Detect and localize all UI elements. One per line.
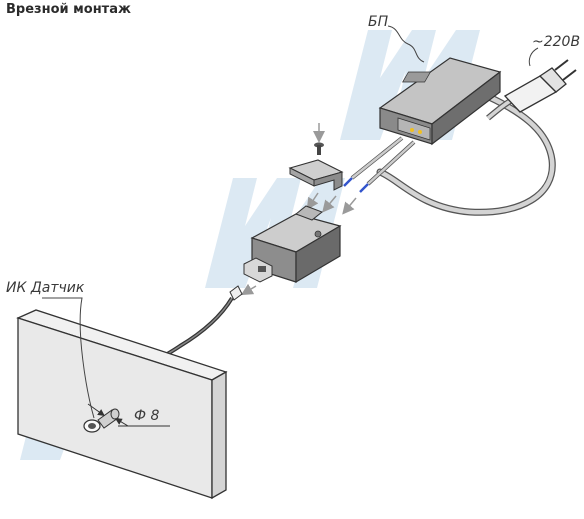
assembly-arrows: [240, 192, 357, 296]
psu-leader-line: [387, 25, 425, 63]
connector-block: [243, 205, 342, 284]
voltage-label: ~220В: [532, 34, 580, 50]
diameter-label: Ф 8: [134, 408, 160, 424]
power-supply-label: БП: [368, 14, 389, 30]
screw: [313, 123, 325, 155]
supply-wires: [343, 136, 416, 193]
power-plug: [503, 59, 577, 113]
power-supply-unit: [378, 57, 502, 146]
cover-clip: [288, 159, 344, 191]
ir-sensor: [83, 408, 120, 433]
sensor-label: ИК Датчик: [6, 280, 85, 296]
voltage-leader-line: [528, 47, 539, 67]
sensor-leader-line: [42, 297, 95, 419]
furniture-panel: [16, 309, 228, 500]
page-title: Врезной монтаж: [6, 2, 131, 17]
